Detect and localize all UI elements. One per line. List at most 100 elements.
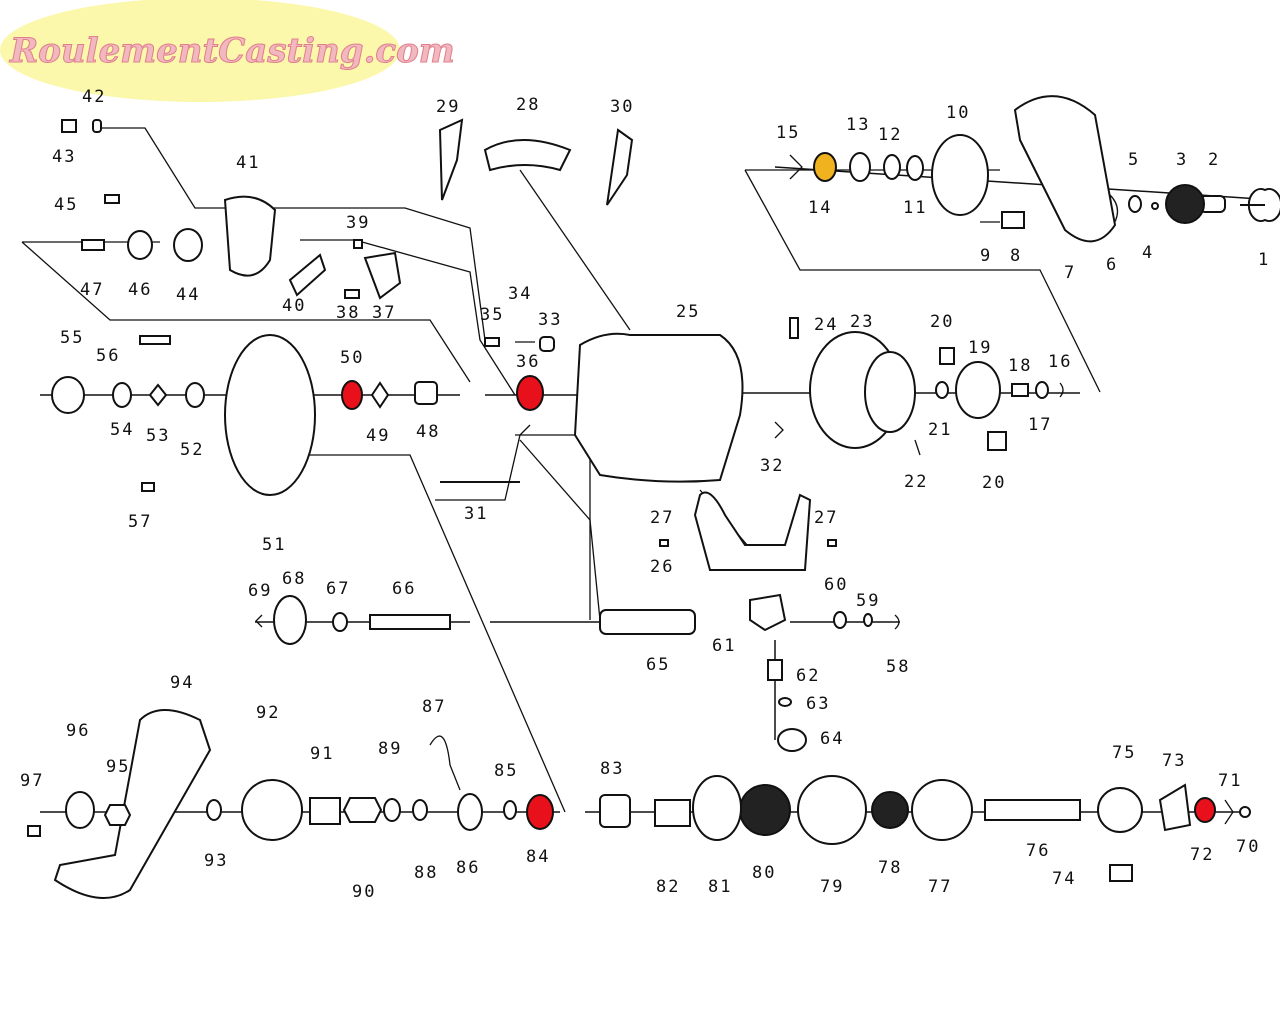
part-84-bearing-red [526, 794, 554, 830]
part-93-washer [206, 799, 222, 821]
part-label-78: 78 [878, 858, 902, 878]
part-label-28: 28 [516, 95, 540, 115]
part-74-screws [1109, 864, 1133, 882]
part-label-63: 63 [806, 694, 830, 714]
part-label-27b: 27 [814, 508, 838, 528]
part-59-washer [863, 613, 873, 627]
part-73-plate [1158, 783, 1192, 832]
part-38-screw [344, 289, 360, 299]
part-label-8: 8 [1010, 246, 1022, 266]
part-5-washer [1128, 195, 1142, 213]
part-21-washer [935, 381, 949, 399]
part-label-58: 58 [886, 657, 910, 677]
part-39-pin [353, 239, 363, 249]
part-80-drag-washer [739, 784, 791, 836]
part-label-74: 74 [1052, 869, 1076, 889]
part-label-12: 12 [878, 125, 902, 145]
part-69-clip [255, 614, 263, 628]
parts [27, 95, 1280, 899]
part-27b-screw [827, 539, 837, 547]
part-label-94: 94 [170, 673, 194, 693]
part-68-gear [273, 595, 307, 645]
part-label-82: 82 [656, 877, 680, 897]
part-label-49: 49 [366, 426, 390, 446]
part-label-25: 25 [676, 302, 700, 322]
part-label-30: 30 [610, 97, 634, 117]
part-64-cap [777, 728, 807, 752]
part-label-4: 4 [1142, 243, 1154, 263]
watermark-logo: RoulementCasting.com [0, 0, 455, 102]
part-label-47: 47 [80, 280, 104, 300]
watermark-oval [0, 0, 400, 102]
part-96-plate [65, 791, 95, 829]
part-label-68: 68 [282, 569, 306, 589]
part-85-washer [503, 800, 517, 820]
part-label-17: 17 [1028, 415, 1052, 435]
part-26-thumb-bar [693, 491, 812, 571]
part-90-nut [342, 797, 383, 823]
part-label-3: 3 [1176, 150, 1188, 170]
part-65-pipe [599, 609, 696, 635]
part-7-side-cover [1013, 95, 1117, 243]
part-label-83: 83 [600, 759, 624, 779]
part-22-pin [914, 439, 921, 456]
part-label-73: 73 [1162, 751, 1186, 771]
part-49-washer [370, 381, 390, 409]
part-60-washer [833, 611, 847, 629]
part-label-40: 40 [282, 296, 306, 316]
part-label-5: 5 [1128, 150, 1140, 170]
part-label-79: 79 [820, 877, 844, 897]
part-label-57: 57 [128, 512, 152, 532]
part-label-64: 64 [820, 729, 844, 749]
part-label-86: 86 [456, 858, 480, 878]
part-91-spring [309, 797, 341, 825]
part-30-bracket [606, 128, 634, 206]
part-24-pin [789, 317, 799, 339]
part-79-main-gear [797, 775, 867, 845]
part-42-washer [92, 119, 102, 133]
part-37-lever [363, 251, 402, 300]
part-label-11: 11 [903, 198, 927, 218]
part-54-washer [112, 382, 132, 408]
part-63-washer [778, 697, 792, 707]
part-95-nut [103, 804, 132, 826]
part-label-2: 2 [1208, 150, 1220, 170]
part-86-star-drag-base [457, 793, 483, 831]
part-label-81: 81 [708, 877, 732, 897]
part-label-18: 18 [1008, 356, 1032, 376]
part-19-pinion-holder [955, 361, 1001, 419]
part-47-spring [81, 239, 105, 251]
part-label-43: 43 [52, 147, 76, 167]
part-25-frame [573, 332, 744, 483]
part-label-27a: 27 [650, 508, 674, 528]
part-label-84: 84 [526, 847, 550, 867]
part-13-collar [849, 152, 871, 182]
part-14-bearing-gold [813, 152, 837, 182]
part-label-72: 72 [1190, 845, 1214, 865]
part-57-screw [141, 482, 155, 492]
part-40-lever [288, 253, 327, 297]
part-label-38: 38 [336, 303, 360, 323]
part-53-washer [148, 383, 168, 407]
part-label-21: 21 [928, 420, 952, 440]
part-27a-screw [659, 539, 669, 547]
part-labels: 1 2 3 4 5 6 7 8 9 10 11 12 13 14 15 16 1… [20, 87, 1268, 902]
part-41-plate [223, 195, 277, 277]
part-label-24: 24 [814, 315, 838, 335]
part-label-29: 29 [436, 97, 460, 117]
part-35-pin [484, 337, 500, 347]
part-label-54: 54 [110, 420, 134, 440]
part-label-44: 44 [176, 285, 200, 305]
part-11-washer [906, 155, 924, 181]
part-72-bearing-red [1194, 797, 1216, 823]
part-label-37: 37 [372, 303, 396, 323]
part-label-10: 10 [946, 103, 970, 123]
part-label-48: 48 [416, 422, 440, 442]
part-label-80: 80 [752, 863, 776, 883]
part-label-89: 89 [378, 739, 402, 759]
part-50-bearing-red [341, 380, 363, 410]
part-55-nut [51, 376, 85, 414]
part-label-90: 90 [352, 882, 376, 902]
part-label-34: 34 [508, 284, 532, 304]
part-43-screw [61, 119, 77, 133]
